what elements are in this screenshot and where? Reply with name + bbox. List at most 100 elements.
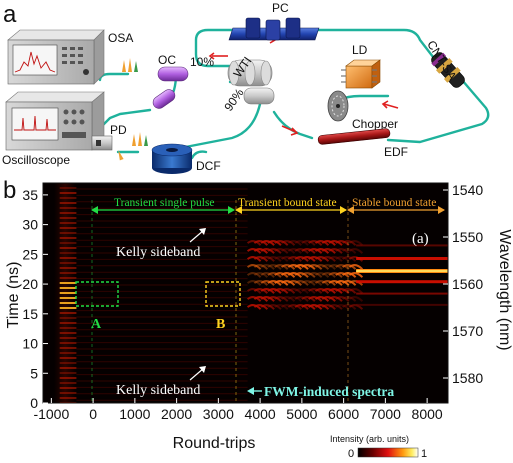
build-up-stripe — [59, 272, 77, 274]
fringe-segment — [314, 304, 330, 310]
stable-band — [356, 244, 448, 247]
fringe-segment — [280, 256, 296, 262]
fringe-segment — [280, 264, 296, 270]
fringe-segment — [321, 288, 336, 294]
y2-axis-title: Wavelength (nm) — [496, 229, 513, 350]
build-up-stripe — [59, 262, 77, 264]
fringe-segment — [294, 304, 309, 310]
x-tick-label: 1000 — [119, 406, 150, 422]
fringe-segment — [267, 280, 282, 286]
build-up-stripe — [59, 342, 77, 344]
build-up-stripe — [59, 312, 77, 314]
colorbar-min: 0 — [348, 448, 354, 460]
fringe-segment — [328, 288, 343, 294]
colorbar-max: 1 — [421, 448, 427, 460]
y-tick-label: 35 — [22, 187, 38, 203]
y-tick-label: 30 — [22, 217, 38, 233]
x-tick-label: 8000 — [412, 406, 443, 422]
fringe-segment — [335, 296, 350, 302]
x-tick-label: 2000 — [161, 406, 192, 422]
label-box-b: B — [216, 317, 225, 332]
fringe-segment — [246, 248, 262, 254]
setup-diagram: a — [2, 1, 490, 174]
y-tick-label: 20 — [22, 276, 38, 292]
build-up-stripe — [59, 267, 77, 269]
fringe-segment — [348, 256, 364, 262]
x-tick-label: 6000 — [328, 406, 359, 422]
fringe-segment — [321, 304, 336, 310]
label-pd: PD — [110, 123, 127, 137]
box-b: B — [205, 281, 241, 332]
build-up-stripe — [59, 237, 77, 239]
label-kelly-bottom: Kelly sideband — [116, 383, 200, 398]
y2-tick-label: 1540 — [452, 182, 483, 198]
label-pc: PC — [272, 1, 289, 15]
box-a: A — [75, 281, 119, 332]
dcf-spool — [151, 143, 193, 174]
y-tick-label: 25 — [22, 246, 38, 262]
build-up-stripe — [59, 207, 77, 209]
label-edf: EDF — [384, 145, 408, 159]
oc-coupler — [152, 66, 189, 109]
fringe-segment — [267, 264, 282, 270]
x-tick-label: 0 — [89, 406, 97, 422]
fringe-segment — [328, 304, 343, 310]
build-up-stripe — [59, 352, 77, 354]
wti-device — [227, 59, 275, 105]
fringe-segment — [246, 256, 262, 262]
fringe-segment — [280, 296, 296, 302]
y2-tick-label: 1550 — [452, 229, 483, 245]
build-up-stripe — [59, 282, 77, 284]
x-tick-label: 4000 — [245, 406, 276, 422]
fringe-segment — [274, 256, 289, 262]
label-transient-single: Transient single pulse — [114, 197, 215, 209]
fringe-segment — [246, 304, 262, 310]
fringe-segment — [348, 264, 364, 270]
plot-frame — [42, 182, 449, 404]
y-tick-label: 15 — [22, 306, 38, 322]
pc-controller — [228, 17, 320, 41]
fringe-segment — [246, 272, 262, 278]
fringe-segment — [287, 288, 303, 294]
fringe-segment — [308, 288, 323, 294]
fringe-segment — [328, 296, 343, 302]
fringe-segment — [321, 248, 336, 254]
fringe-segment — [341, 240, 357, 246]
fringe-segment — [260, 240, 275, 246]
fringe-segment — [314, 248, 330, 254]
fringe-segment — [328, 264, 343, 270]
fringe-segment — [308, 248, 323, 254]
build-up-stripe — [59, 222, 77, 224]
fringe-segment — [287, 304, 303, 310]
fringe-segment — [308, 296, 323, 302]
build-up-stripe — [59, 307, 77, 309]
fringe-segment — [267, 240, 282, 246]
fringe-segment — [341, 296, 357, 302]
fringe-segment — [260, 264, 275, 270]
build-up-stripe — [59, 397, 77, 399]
fringe-segment — [341, 280, 357, 286]
fringe-segment — [267, 288, 282, 294]
fringe-segment — [308, 304, 323, 310]
fringe-segment — [314, 288, 330, 294]
fringe-segment — [348, 272, 364, 278]
fringe-segment — [253, 248, 269, 254]
fringe-segment — [246, 240, 262, 246]
fringe-segment — [287, 256, 303, 262]
sideband-lines — [76, 188, 248, 401]
fringe-segment — [301, 304, 316, 310]
fringe-segment — [294, 272, 309, 278]
stable-band — [356, 292, 448, 295]
fringe-segment — [253, 264, 269, 270]
fringe-segment — [321, 240, 336, 246]
fringe-segment — [260, 248, 275, 254]
label-fwm: FWM-induced spectra — [264, 384, 394, 399]
fringe-segment — [274, 296, 289, 302]
fringe-segment — [253, 288, 269, 294]
edf-fiber — [317, 128, 391, 145]
build-up-stripe — [59, 382, 77, 384]
fringe-segment — [294, 240, 309, 246]
build-up-stripe — [59, 347, 77, 349]
